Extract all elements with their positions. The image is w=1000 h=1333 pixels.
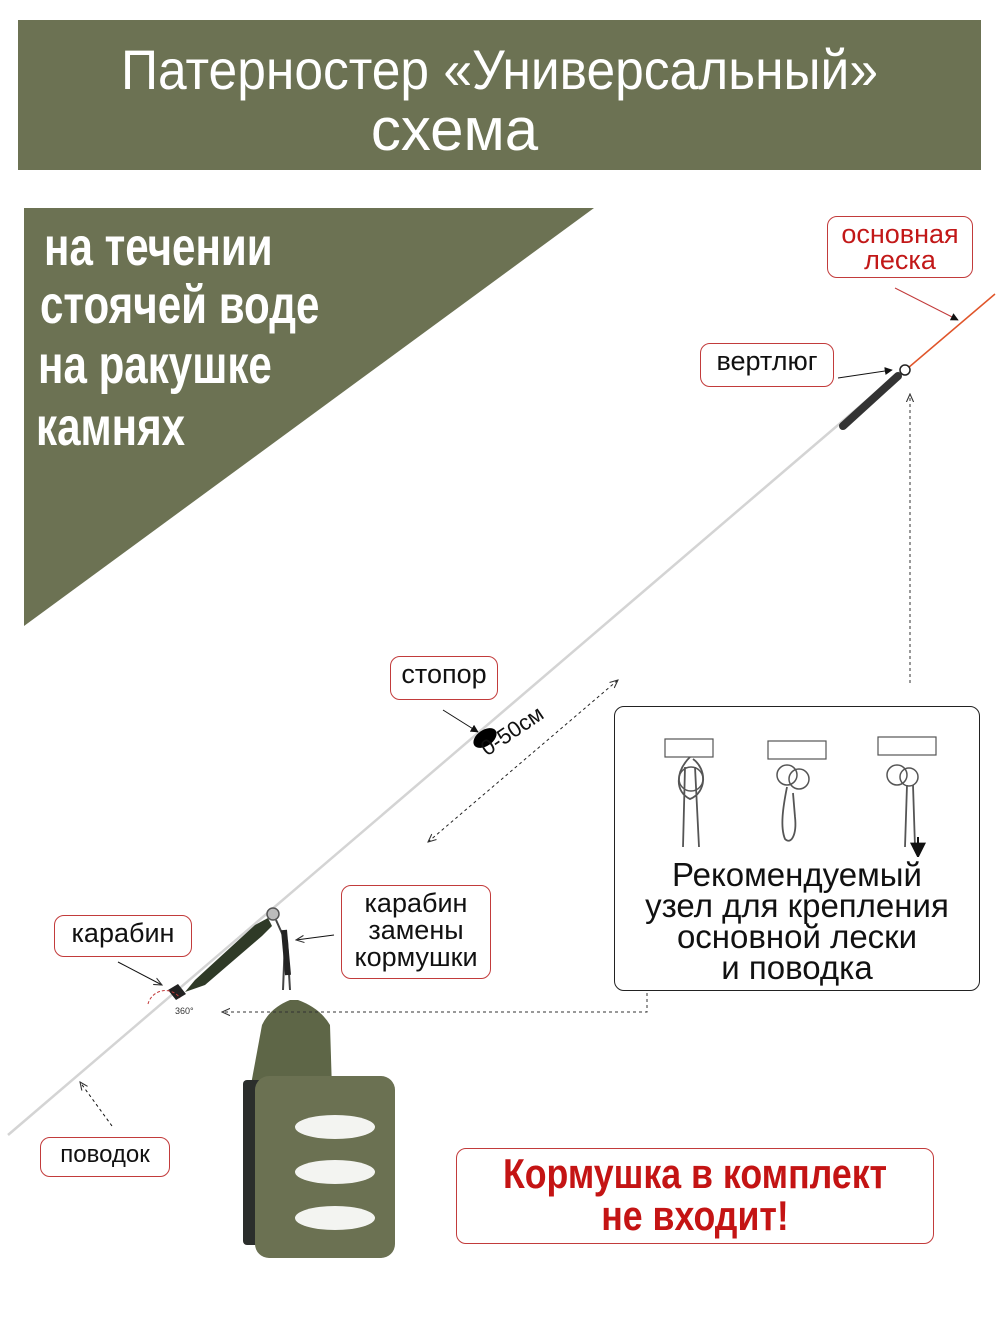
feeder-cage bbox=[243, 1000, 395, 1258]
notice-line-2: не входит! bbox=[601, 1192, 789, 1239]
knot-box: Рекомендуемый узел для крепления основно… bbox=[614, 706, 980, 991]
stopper-arrow bbox=[442, 709, 479, 733]
main-line-label-line-1: основная bbox=[841, 219, 959, 249]
feeder-swivel bbox=[266, 907, 280, 921]
knot-caption-line-3: основной лески bbox=[676, 918, 918, 955]
page-subtitle: схема bbox=[370, 96, 539, 163]
feeder-snap-label-line-1: карабин bbox=[364, 888, 468, 918]
main-line-label-line-2: леска bbox=[864, 245, 936, 275]
knot-to-snap-arrow bbox=[222, 993, 648, 1012]
knot-caption-line-4: и поводка bbox=[721, 949, 873, 986]
feeder-snap-label-line-2: замены bbox=[368, 915, 464, 945]
notice-line-1: Кормушка в комплект bbox=[502, 1150, 888, 1197]
condition-stones: камнях bbox=[36, 397, 186, 457]
main-line-arrow bbox=[894, 287, 959, 321]
swivel-arrow bbox=[837, 367, 893, 379]
swivel-ring bbox=[899, 364, 911, 376]
feeder-snap-body bbox=[281, 929, 291, 976]
condition-current: на течении bbox=[44, 217, 273, 277]
feeder-snap-arrow bbox=[296, 934, 335, 940]
leader-snap bbox=[168, 984, 186, 1000]
snap-arrow bbox=[117, 961, 162, 985]
condition-still-water: стоячей воде bbox=[40, 275, 320, 335]
swivel-tube bbox=[839, 372, 902, 430]
rotation-label: 360° bbox=[175, 1006, 194, 1016]
main-line-label: основная леска bbox=[827, 216, 973, 278]
feeder-not-included-notice: Кормушка в комплект не входит! bbox=[456, 1148, 934, 1244]
swivel-label: вертлюг bbox=[700, 343, 834, 387]
distance-arrow bbox=[428, 680, 618, 842]
snap-label: карабин bbox=[54, 915, 192, 957]
leader-label: поводок bbox=[40, 1137, 170, 1177]
feeder-snap-label-line-3: кормушки bbox=[354, 942, 478, 972]
leader-arrow bbox=[80, 1082, 113, 1127]
main-line bbox=[907, 293, 996, 369]
rotation-arc bbox=[147, 990, 181, 1005]
knot-caption: Рекомендуемый узел для крепления основно… bbox=[615, 856, 979, 986]
stopper-label: стопор bbox=[390, 656, 498, 700]
knot-illustration bbox=[664, 736, 937, 857]
anti-tangle-sleeve bbox=[185, 918, 272, 992]
page-title: Патерностер «Универсальный» bbox=[120, 38, 878, 101]
knot-caption-line-1: Рекомендуемый bbox=[672, 856, 922, 893]
condition-shells: на ракушке bbox=[38, 335, 272, 395]
header-banner: Патерностер «Универсальный» схема bbox=[18, 20, 981, 170]
feeder-snap-label: карабин замены кормушки bbox=[341, 885, 491, 979]
knot-caption-line-2: узел для крепления bbox=[645, 887, 949, 924]
